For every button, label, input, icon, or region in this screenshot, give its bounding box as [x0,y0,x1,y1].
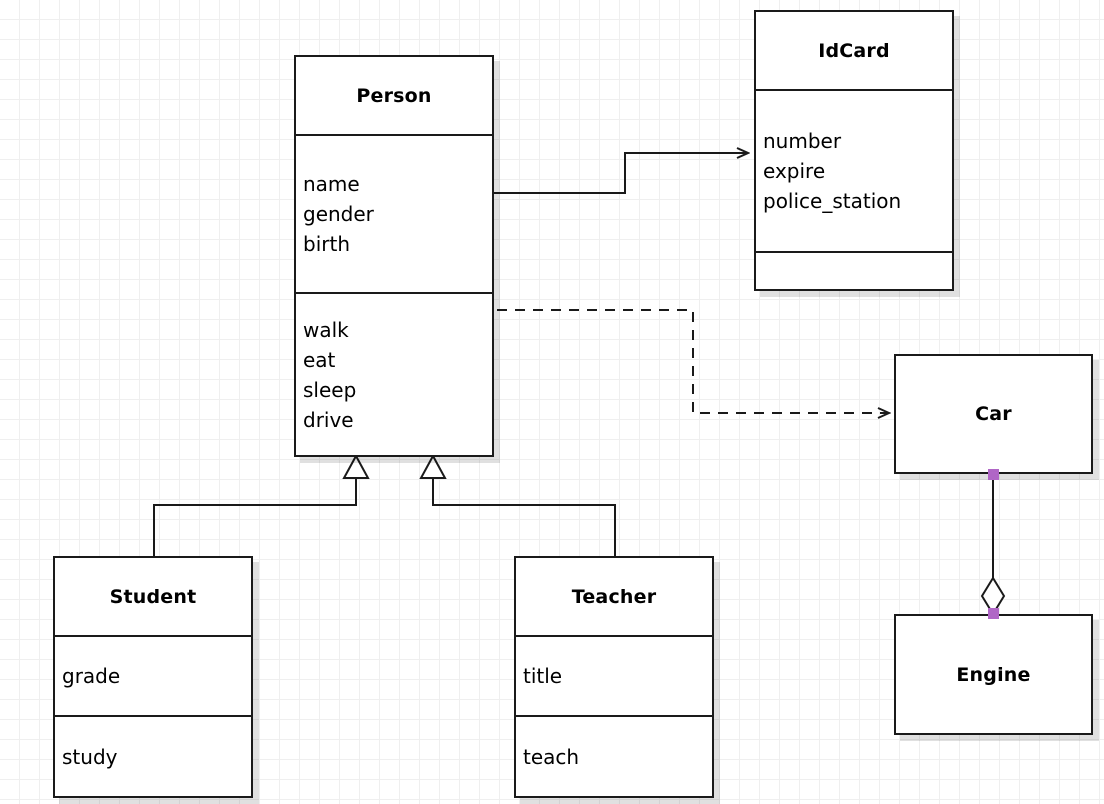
attribute-item: number [763,129,842,153]
class-name-idcard: IdCard [756,12,952,89]
class-box-person[interactable]: Person name gender birth walk eat sleep … [294,55,494,457]
class-box-idcard[interactable]: IdCard number expire police_station [754,10,954,291]
operations-person: walk eat sleep drive [296,292,492,455]
class-name-label: Teacher [571,585,657,608]
attributes-idcard: number expire police_station [756,89,952,251]
class-name-person: Person [296,57,492,134]
attribute-item: name [303,172,360,196]
class-box-engine[interactable]: Engine [894,614,1093,735]
class-name-label: Student [109,585,197,608]
attribute-item: title [523,664,563,688]
attribute-item: police_station [763,189,902,213]
operation-item: drive [303,407,354,432]
operation-item: teach [523,745,580,769]
connector-endpoint-handle-engine[interactable] [988,608,999,619]
class-name-label: IdCard [818,39,890,62]
class-name-car: Car [896,356,1091,472]
class-name-label: Person [356,84,432,107]
operation-item: eat [303,347,336,372]
class-name-label: Engine [956,663,1031,686]
attributes-teacher: title [516,635,712,715]
connector-teacher-person[interactable] [419,453,616,556]
operations-student: study [55,715,251,797]
connector-endpoint-handle-car[interactable] [988,469,999,480]
connector-student-person[interactable] [153,453,370,556]
operations-teacher: teach [516,715,712,797]
operation-item: study [62,745,118,769]
class-name-label: Car [975,403,1012,425]
connector-person-car[interactable] [497,309,889,413]
class-box-car[interactable]: Car [894,354,1093,474]
operation-item: sleep [303,377,357,402]
class-name-teacher: Teacher [516,558,712,635]
attribute-item: expire [763,159,826,183]
operation-item: walk [303,317,349,342]
attributes-person: name gender birth [296,134,492,292]
operations-idcard [756,251,952,289]
class-box-teacher[interactable]: Teacher title teach [514,556,714,798]
attribute-item: birth [303,232,350,256]
class-name-engine: Engine [896,616,1091,733]
attribute-item: grade [62,664,121,688]
class-box-student[interactable]: Student grade study [53,556,253,798]
class-name-student: Student [55,558,251,635]
connector-person-idcard[interactable] [493,153,748,194]
attributes-student: grade [55,635,251,715]
attribute-item: gender [303,202,374,226]
connector-car-engine[interactable] [980,474,1006,616]
